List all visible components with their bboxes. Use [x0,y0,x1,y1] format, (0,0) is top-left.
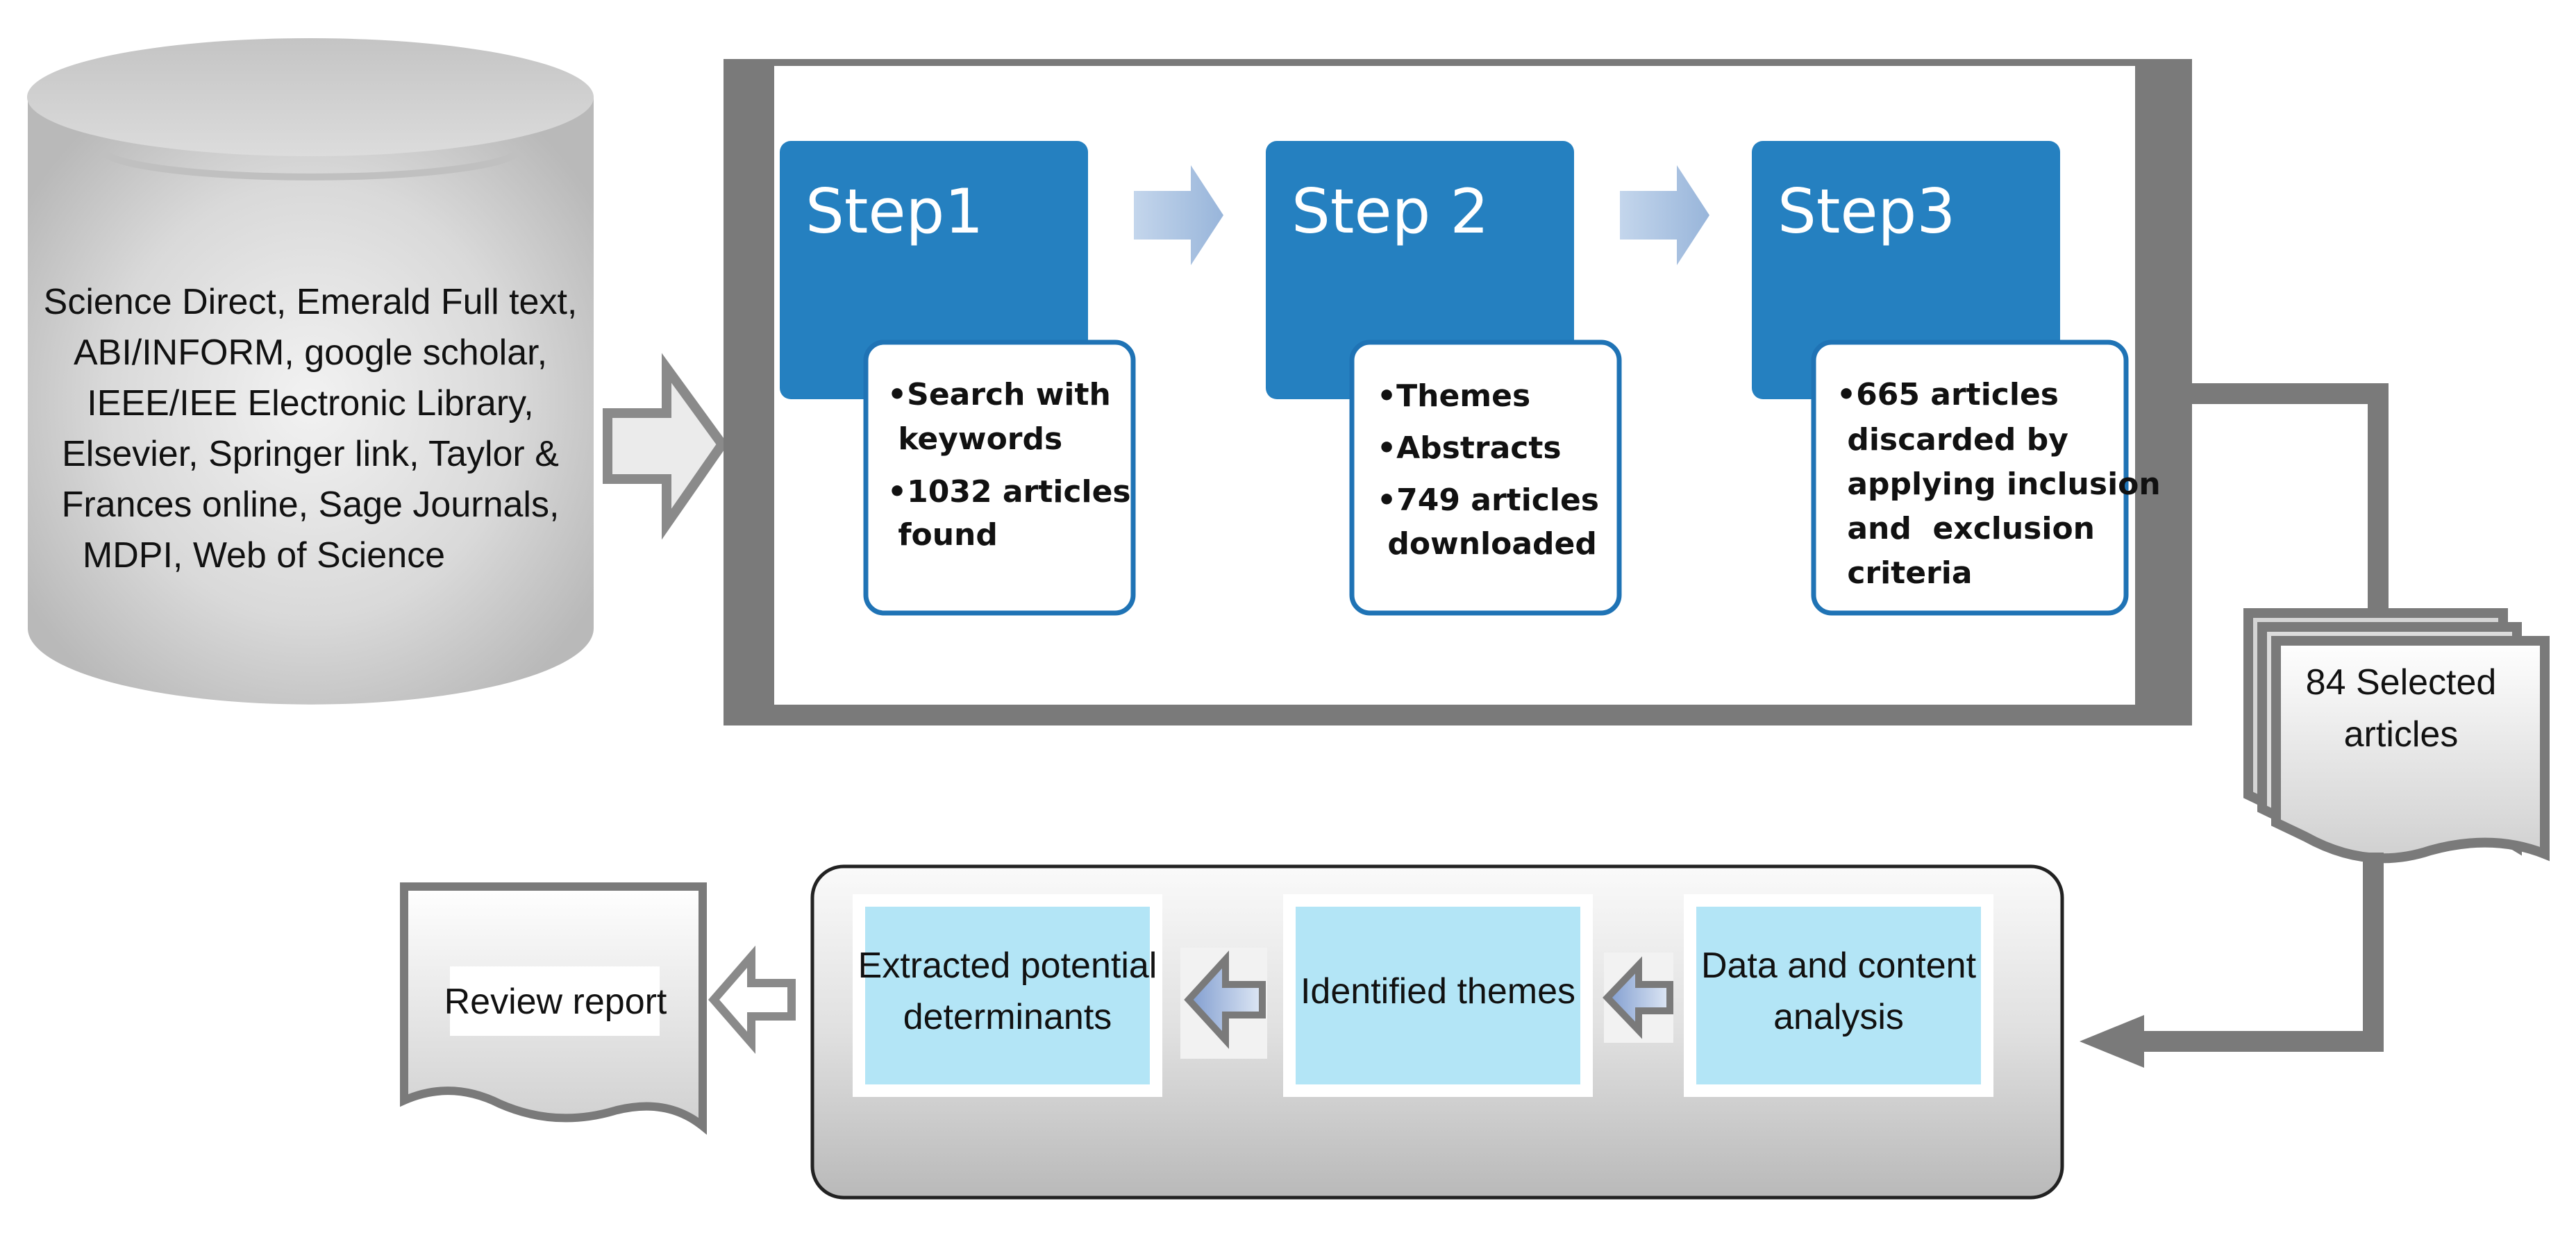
report-label-bg [450,966,660,1036]
step-detail-line: •1032 articles [887,474,1131,510]
database-line: Frances online, Sage Journals, [62,485,560,525]
analysis-box [1296,907,1580,1084]
database-line: ABI/INFORM, google scholar, [74,333,547,373]
right-arrow-icon [603,353,728,540]
left-arrow-icon [1184,950,1266,1049]
step-details-text: •665 articles discarded by applying incl… [1837,377,2161,591]
analysis-line: analysis [1773,997,1904,1037]
connector-line [2192,383,2389,614]
analysis-line: determinants [903,997,1112,1037]
selected-line: 84 Selected [2306,662,2497,703]
database-line: Science Direct, Emerald Full text, [44,282,578,322]
step-detail-line: •665 articles [1837,377,2059,412]
analysis-line: Data and content [1701,946,1977,986]
analysis-box [865,907,1150,1084]
step-header [1266,141,1574,399]
database-text: Science Direct, Emerald Full text, ABI/I… [44,282,578,576]
step-details-text: •Search with keywords •1032 articles fou… [887,377,1131,553]
analysis-box-text: Data and content analysis [1701,946,1977,1037]
right-arrow-icon [1620,165,1709,265]
step-header [780,141,1088,399]
cylinder-body [28,97,594,705]
step-detail-line: •Abstracts [1377,430,1562,466]
step-detail-line: keywords [887,421,1062,457]
connector-line [2140,853,2384,1052]
selected-text: 84 Selected articles [2306,662,2497,755]
database-line: IEEE/IEE Electronic Library, [87,383,534,423]
step-detail-line: •Themes [1377,378,1530,414]
database-line: MDPI, Web of Science [83,535,445,576]
step-detail-line: criteria [1837,555,1973,591]
step-detail-line: discarded by [1837,422,2068,458]
step-1: Step1 •Search with keywords •1032 articl… [774,135,1136,616]
step-title: Step3 [1778,176,1955,247]
step-detail-line: applying inclusion [1837,467,2161,502]
step-title: Step 2 [1291,176,1489,247]
review-report-document: Review report [400,882,707,1135]
cylinder-top [27,38,594,156]
step-details [1349,339,1622,616]
database-cylinder: Science Direct, Emerald Full text, ABI/I… [27,38,594,705]
step-3: Step3 •665 articles discarded by applyin… [1746,135,2161,616]
step-detail-line: •Search with [887,377,1111,412]
database-line: Elsevier, Springer link, Taylor & [62,434,559,474]
analysis-container: Extracted potential determinants Identif… [810,864,2064,1200]
step-title: Step1 [805,176,983,247]
selected-line: articles [2344,714,2459,755]
arrowhead-icon [2080,1015,2144,1068]
analysis-line: Extracted potential [858,946,1157,986]
analysis-box-text: Identified themes [1300,971,1575,1012]
step-details-text: •Themes •Abstracts •749 articles downloa… [1377,378,1599,562]
step-detail-line: and exclusion [1837,511,2095,546]
search-steps-frame: Step1 •Search with keywords •1032 articl… [724,59,2192,725]
document-front [2271,636,2550,864]
step-detail-line: •749 articles [1377,483,1599,518]
step-details [863,339,1136,616]
selected-articles-stack: 84 Selected articles [2243,608,2550,864]
right-arrow-icon [1134,165,1223,265]
step-detail-line: downloaded [1377,526,1597,562]
step-header [1752,141,2060,399]
step-detail-line: found [887,517,998,553]
cylinder-rim [101,150,520,181]
left-arrow-icon [1603,956,1673,1039]
step-details [1811,339,2129,616]
analysis-box [1696,907,1981,1084]
analysis-line: Identified themes [1300,971,1575,1012]
review-report-label: Review report [444,982,667,1022]
left-arrow-icon [708,945,796,1055]
step-2: Step 2 •Themes •Abstracts •749 articles … [1260,135,1622,616]
analysis-box-text: Extracted potential determinants [858,946,1157,1037]
